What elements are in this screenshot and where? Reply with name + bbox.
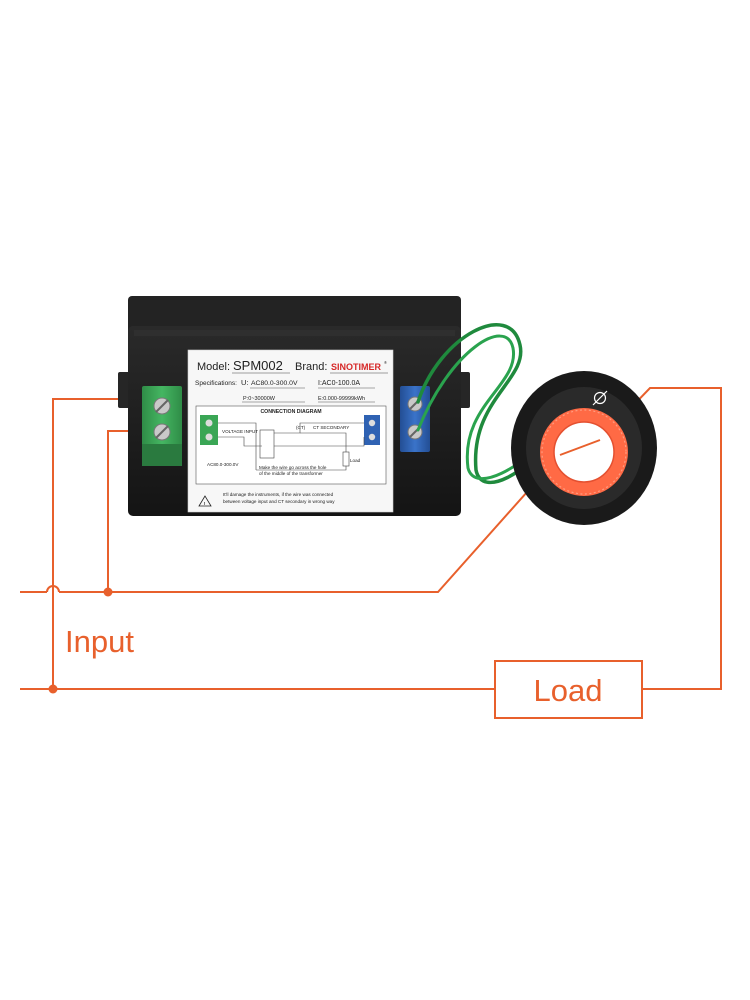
- i-value: I:AC0-100.0A: [318, 380, 360, 387]
- diagram-title: CONNECTION DIAGRAM: [260, 409, 321, 415]
- voltage-terminal-block: [142, 386, 182, 466]
- mini-blue-terminal: [364, 415, 380, 445]
- load-label: Load: [534, 673, 603, 708]
- ct-marking-icon: [593, 391, 607, 405]
- note-line-2: of the middle of the transformer: [259, 471, 323, 476]
- energy-meter: Model: SPM002 Brand: SINOTIMER ® Specifi…: [118, 296, 470, 516]
- load-box: Load: [494, 660, 643, 719]
- ct-marker-text: (CT): [296, 425, 306, 430]
- p-value: P:0~30000W: [243, 396, 276, 402]
- junction-dot: [103, 587, 113, 597]
- mini-green-terminal: [200, 415, 218, 445]
- brand-value: SINOTIMER: [331, 362, 382, 372]
- registered-mark: ®: [384, 360, 387, 365]
- spec-key: Specifications:: [195, 380, 237, 387]
- ct-secondary-text: CT SECONDARY: [313, 425, 349, 430]
- warning-line-2: between voltage input and CT secondary i…: [223, 499, 335, 504]
- voltage-input-text: VOLTAGE INPUT: [222, 429, 258, 434]
- wire-through-ct: [559, 439, 601, 456]
- spec-label: Model: SPM002 Brand: SINOTIMER ® Specifi…: [187, 349, 394, 513]
- svg-text:!: !: [204, 501, 206, 506]
- u-value: AC80.0-300.0V: [251, 380, 298, 387]
- current-transformer: [511, 371, 657, 525]
- voltage-range-text: AC80.0-300.0V: [207, 462, 239, 467]
- junction-dot: [48, 684, 58, 694]
- model-value: SPM002: [233, 358, 283, 373]
- ct-wires: [416, 323, 550, 484]
- load-small-text: Load: [350, 458, 361, 463]
- model-key: Model:: [197, 361, 230, 373]
- input-line-top: [20, 454, 561, 593]
- e-value: E:0.000-99999kWh: [318, 396, 365, 402]
- ct-hole: [554, 422, 614, 482]
- u-key: U:: [241, 378, 249, 387]
- brand-key: Brand:: [295, 361, 327, 373]
- ct-terminal-block: [400, 386, 430, 452]
- connection-diagram-box: [195, 405, 387, 485]
- input-label: Input: [65, 624, 134, 659]
- mini-schematic: [218, 422, 365, 471]
- note-line-1: Make the wire go across the hole: [259, 465, 327, 470]
- warning-line-1: It'll damage the instruments, if the wir…: [223, 492, 334, 497]
- warning-icon: [198, 495, 212, 507]
